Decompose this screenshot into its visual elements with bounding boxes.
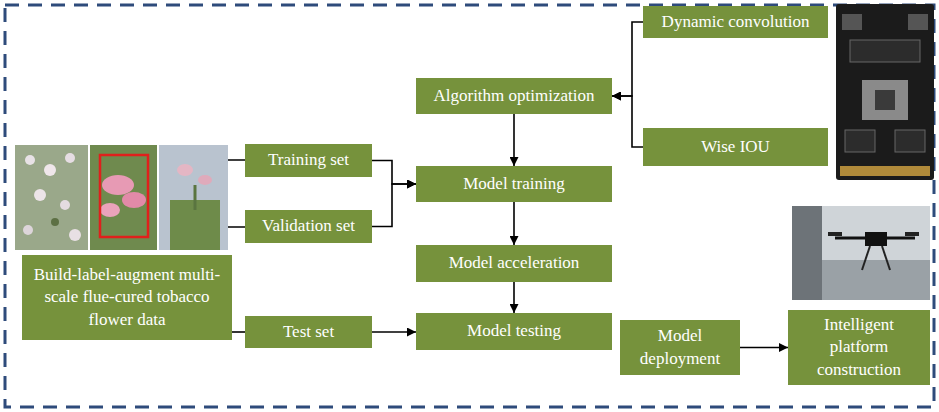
photo-lead xyxy=(228,226,245,228)
box-label: Model training xyxy=(463,173,565,195)
box-label: Model deployment xyxy=(630,325,730,369)
process-box: Model testing xyxy=(416,313,612,350)
box-label: Training set xyxy=(268,149,349,171)
process-box: Model deployment xyxy=(620,320,740,375)
connector-arrow xyxy=(372,331,416,333)
photo-field xyxy=(15,145,88,250)
box-label: Model testing xyxy=(467,320,561,342)
box-label: Model acceleration xyxy=(449,252,580,274)
box-label: Wise IOU xyxy=(701,136,770,158)
connector-arrow xyxy=(372,161,416,185)
process-box: Algorithm optimization xyxy=(416,78,612,114)
box-label: Build-label-augment multi-scale flue-cur… xyxy=(32,264,222,330)
connector-arrow xyxy=(513,202,515,245)
connector-arrow xyxy=(513,282,515,313)
dataset-box: Test set xyxy=(245,316,372,348)
data-box: Build-label-augment multi-scale flue-cur… xyxy=(22,255,232,340)
dataset-box: Validation set xyxy=(245,210,372,243)
connector-arrow xyxy=(232,331,245,333)
box-label: Test set xyxy=(283,321,334,343)
box-label: Validation set xyxy=(262,215,355,237)
tobacco-photos xyxy=(15,145,228,250)
box-label: Algorithm optimization xyxy=(433,85,594,107)
photo-lead xyxy=(228,159,245,161)
process-box: Intelligent platform construction xyxy=(788,310,930,385)
connector-arrow xyxy=(513,114,515,166)
connector-arrow xyxy=(612,22,643,96)
drone-photo xyxy=(792,206,930,300)
gpu-board xyxy=(836,4,934,180)
connector-arrow xyxy=(372,184,416,227)
box-label: Dynamic convolution xyxy=(662,11,810,33)
process-box: Dynamic convolution xyxy=(643,6,828,38)
photo-plant xyxy=(159,145,228,250)
dataset-box: Training set xyxy=(245,144,372,177)
connector-arrow xyxy=(612,96,643,147)
process-box: Wise IOU xyxy=(643,128,828,166)
photo-flower xyxy=(90,145,157,250)
connector-arrow xyxy=(740,347,788,349)
process-box: Model acceleration xyxy=(416,245,612,282)
process-box: Model training xyxy=(416,166,612,202)
dashed-frame xyxy=(5,5,934,407)
box-label: Intelligent platform construction xyxy=(798,314,920,380)
detection-box xyxy=(100,155,148,237)
